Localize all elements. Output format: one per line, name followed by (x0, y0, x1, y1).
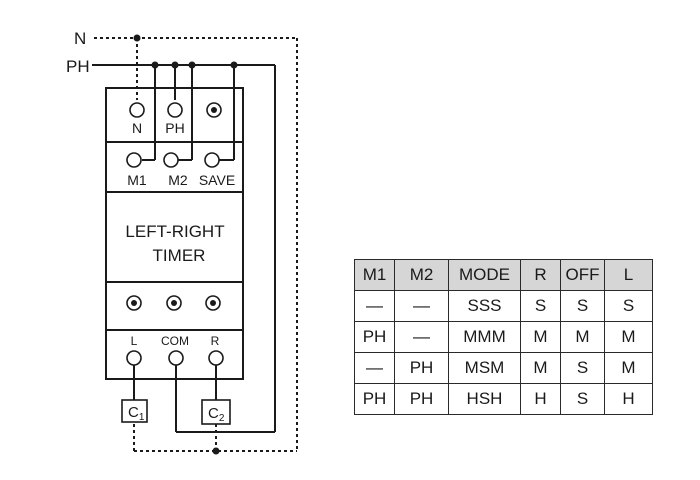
table-cell: — (354, 352, 395, 384)
terminal-r (208, 350, 224, 366)
table-cell: M (520, 352, 561, 384)
neutral-junction (133, 34, 141, 42)
terminal-m2 (163, 152, 179, 168)
screw-icon (206, 102, 222, 118)
table-cell: — (354, 290, 395, 322)
load-c2-letter: C (208, 405, 219, 422)
terminal-m1 (126, 152, 142, 168)
load-c1: C1 (121, 399, 148, 423)
load-c2-sub: 2 (219, 413, 225, 424)
header-r: R (520, 259, 561, 291)
phase-line-label: PH (66, 57, 90, 76)
table-row: PH — MMM M M M (354, 321, 653, 353)
table-cell: MSM (448, 352, 521, 384)
terminal-n-label: N (132, 120, 142, 136)
terminal-com (168, 350, 184, 366)
terminal-save-label: SAVE (199, 172, 235, 188)
table-cell: M (604, 352, 653, 384)
header-mode: MODE (448, 259, 521, 291)
table-row: — PH MSM M S M (354, 352, 653, 384)
table-cell: S (560, 383, 605, 415)
terminal-n (129, 102, 145, 118)
table-cell: H (604, 383, 653, 415)
terminal-r-label: R (211, 334, 220, 348)
phase-junction (151, 61, 159, 69)
header-off: OFF (560, 259, 605, 291)
terminal-save (204, 152, 220, 168)
load-c1-sub: 1 (139, 412, 145, 423)
svg-text:C2: C2 (208, 405, 225, 424)
terminal-ph (167, 102, 183, 118)
svg-text:C1: C1 (128, 404, 145, 423)
table-cell: PH (354, 321, 395, 353)
table-cell: PH (394, 352, 449, 384)
phase-wire (92, 61, 276, 433)
table-row: — — SSS S S S (354, 290, 653, 322)
terminal-ph-label: PH (165, 120, 184, 136)
table-row: PH PH HSH H S H (354, 383, 653, 415)
neutral-junction (212, 447, 220, 455)
mode-table: M1 M2 MODE R OFF L — — SSS S S S PH — MM… (354, 259, 653, 415)
neutral-wire (94, 34, 298, 455)
terminal-l (126, 350, 142, 366)
header-m1: M1 (354, 259, 395, 291)
table-cell: SSS (448, 290, 521, 322)
table-cell: M (520, 321, 561, 353)
terminal-com-label: COM (161, 334, 189, 348)
terminal-m1-label: M1 (127, 172, 147, 188)
table-cell: S (520, 290, 561, 322)
device-name-line2: TIMER (153, 246, 206, 265)
terminal-l-label: L (131, 334, 138, 348)
load-c2: C2 (201, 399, 231, 425)
table-cell: — (394, 321, 449, 353)
table-cell: MMM (448, 321, 521, 353)
header-m2: M2 (394, 259, 449, 291)
table-cell: M (560, 321, 605, 353)
table-cell: H (520, 383, 561, 415)
screw-icon (126, 295, 142, 311)
timer-device: N PH M1 M2 SAVE LEFT-RIGHT TIMER L COM R (105, 87, 244, 380)
table-cell: S (604, 290, 653, 322)
neutral-line-label: N (74, 29, 86, 48)
phase-junction (230, 61, 238, 69)
table-cell: PH (394, 383, 449, 415)
terminal-m2-label: M2 (168, 172, 188, 188)
phase-junction (171, 61, 179, 69)
table-cell: PH (354, 383, 395, 415)
table-cell: M (604, 321, 653, 353)
table-cell: — (394, 290, 449, 322)
phase-junction (188, 61, 196, 69)
load-c1-letter: C (128, 404, 139, 421)
screw-icon (166, 295, 182, 311)
screw-icon (205, 295, 221, 311)
table-cell: S (560, 352, 605, 384)
table-cell: S (560, 290, 605, 322)
device-name-line1: LEFT-RIGHT (125, 222, 224, 241)
table-cell: HSH (448, 383, 521, 415)
header-l: L (604, 259, 653, 291)
table-header-row: M1 M2 MODE R OFF L (354, 259, 653, 291)
